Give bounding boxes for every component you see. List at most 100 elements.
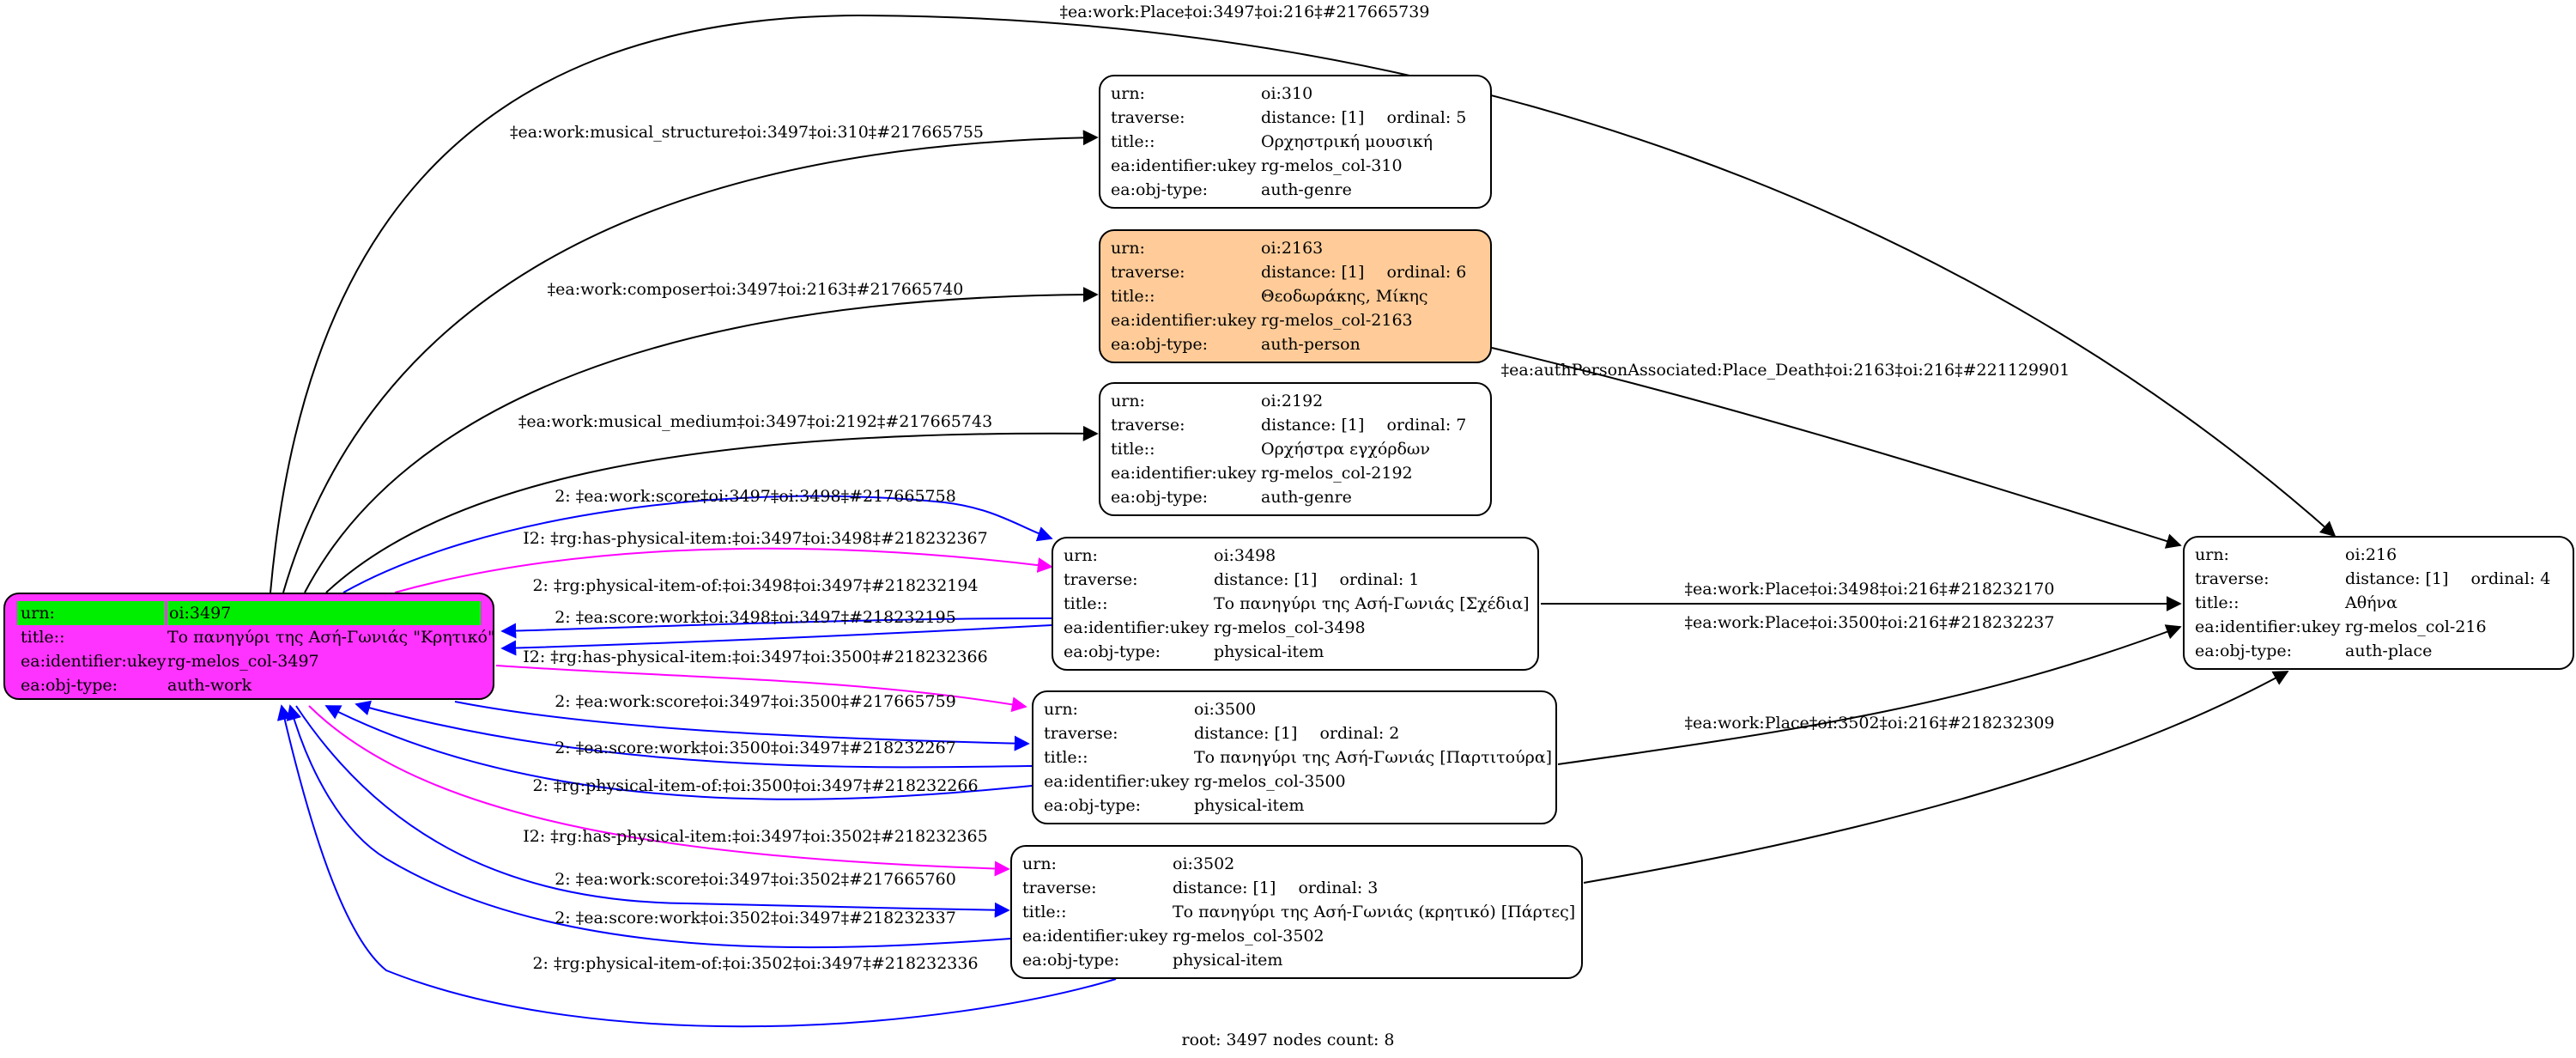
node-urn: oi:310 [1261,84,1313,103]
node-row-urn: urn: oi:216 [2195,543,2562,567]
node-urn: oi:3502 [1173,854,1235,873]
node-2163[interactable]: urn: oi:2163 traverse: distance: [1]ordi… [1099,229,1492,363]
row-key: urn: [17,601,165,625]
edge-n3497-n216[interactable] [270,14,2337,593]
edge-label: ‡ea:work:Place‡oi:3502‡oi:216‡#218232309 [1685,714,2055,733]
node-row-ukey: ea:identifier:ukey rg-melos_col-216 [2195,615,2562,639]
node-row-title: title:: Το πανηγύρι της Ασή-Γωνιάς [Σχέδ… [1064,592,1530,616]
row-key: urn: [1111,84,1145,103]
traverse-value: distance: [1]ordinal: 2 [1194,721,1399,745]
node-row-title: title:: Θεοδωράκης, Μίκης [1111,284,1480,308]
edge-n3500-n216[interactable] [1557,624,2182,765]
edge-n3497-n3502[interactable] [295,705,1010,918]
node-title: Το πανηγύρι της Ασή-Γωνιάς (κρητικό) [Πά… [1173,903,1576,921]
node-title: Θεοδωράκης, Μίκης [1261,287,1428,306]
row-key: traverse: [1111,263,1185,282]
row-key: title:: [1111,440,1155,459]
edge-label: ‡ea:authPersonAssociated:Place_Death‡oi:… [1501,361,2070,380]
node-ukey: rg-melos_col-2192 [1261,464,1413,483]
traverse-value: distance: [1]ordinal: 1 [1214,568,1419,592]
traverse-value: distance: [1]ordinal: 3 [1173,876,1378,900]
edge-label: ‡ea:work:composer‡oi:3497‡oi:2163‡#21766… [548,280,964,299]
edge-labels-layer: ‡ea:work:Place‡oi:3497‡oi:216‡#217665739… [510,3,2070,973]
edge-label: ‡ea:work:musical_medium‡oi:3497‡oi:2192‡… [518,412,992,431]
edge-label: ‡ea:work:musical_structure‡oi:3497‡oi:31… [510,123,984,142]
node-row-traverse: traverse: distance: [1]ordinal: 1 [1064,568,1527,592]
node-row-objtype: ea:obj-type: auth-person [1111,332,1480,356]
row-key: title:: [1111,287,1155,306]
node-216[interactable]: urn: oi:216 traverse: distance: [1]ordin… [2183,536,2574,670]
edge-n3497-n2192[interactable] [325,425,1099,593]
node-title: Ορχήστρα εγχόρδων [1261,440,1430,459]
node-ukey: rg-melos_col-3502 [1173,927,1324,946]
edge-n2163-n216[interactable] [1491,347,2182,549]
node-row-objtype: ea:obj-type: auth-place [2195,639,2562,663]
edge-n3502-n3497[interactable] [276,704,1117,1028]
row-key: title:: [1022,903,1067,921]
edge-n3497-n3498[interactable] [394,547,1053,593]
edge-label: I2: ‡rg:has-physical-item:‡oi:3497‡oi:35… [523,827,987,846]
node-row-ukey: ea:identifier:ukey rg-melos_col-2163 [1111,308,1480,332]
edge-label: 2: ‡ea:work:score‡oi:3497‡oi:3498‡#21766… [555,487,956,506]
node-objtype: auth-place [2345,641,2433,660]
row-key: traverse: [1111,108,1185,127]
edge-n3500-n3497[interactable] [324,705,1033,800]
edge-label: ‡ea:work:Place‡oi:3500‡oi:216‡#218232237 [1685,613,2055,632]
edge-n3498-n3497[interactable] [500,624,1052,656]
traverse-value: distance: [1]ordinal: 6 [1261,260,1466,284]
node-urn: oi:3500 [1194,700,1257,719]
node-distance: distance: [1] [1261,108,1365,127]
node-row-objtype: ea:obj-type: physical-item [1044,794,1545,818]
edge-n3497-n3502[interactable] [308,705,1010,877]
node-row-ukey: ea:identifier:ukey rg-melos_col-3497 [17,649,481,673]
node-2192[interactable]: urn: oi:2192 traverse: distance: [1]ordi… [1099,382,1492,516]
node-urn: oi:2192 [1261,392,1324,410]
edge-n3497-n3498[interactable] [342,495,1053,593]
node-row-urn: urn: oi:3502 [1022,852,1571,876]
node-objtype: physical-item [1214,642,1324,661]
row-key: urn: [1022,854,1057,873]
row-value: auth-work [167,676,252,695]
node-distance: distance: [1] [2345,569,2449,588]
edge-n3502-n216[interactable] [1583,671,2289,884]
edge-label: I2: ‡rg:has-physical-item:‡oi:3497‡oi:35… [523,648,987,666]
row-key: traverse: [1064,570,1138,589]
row-key: ea:obj-type: [1044,796,1142,815]
edge-n3497-n2163[interactable] [304,287,1099,593]
node-title: Το πανηγύρι της Ασή-Γωνιάς [Παρτιτούρα] [1194,748,1553,767]
edge-n3500-n3497[interactable] [355,700,1033,769]
node-3500[interactable]: urn: oi:3500 traverse: distance: [1]ordi… [1032,690,1557,824]
node-ordinal: ordinal: 6 [1386,263,1467,282]
node-row-title: title:: Το πανηγύρι της Ασή-Γωνιάς [Παρτ… [1044,745,1552,769]
node-title: Ορχηστρική μουσική [1261,132,1433,151]
node-row-objtype: ea:obj-type: physical-item [1064,640,1527,664]
node-row-urn: urn: oi:310 [1111,82,1480,106]
node-row-title: title:: Ορχηστρική μουσική [1111,130,1480,154]
node-urn: oi:2163 [1261,239,1324,258]
edge-n3502-n3497[interactable] [286,704,1011,949]
edge-n3497-n3500[interactable] [495,665,1027,713]
node-row-ukey: ea:identifier:ukey rg-melos_col-2192 [1111,461,1480,485]
node-310[interactable]: urn: oi:310 traverse: distance: [1]ordin… [1099,75,1492,209]
edge-n3497-n3500[interactable] [454,701,1030,751]
node-root-3497[interactable]: urn: oi:3497 title:: Το πανηγύρι της Ασή… [3,593,495,700]
node-3498[interactable]: urn: oi:3498 traverse: distance: [1]ordi… [1052,537,1539,671]
node-row-title: title:: Το πανηγύρι της Ασή-Γωνιάς "Κρητ… [17,625,495,649]
node-ordinal: ordinal: 4 [2470,569,2551,588]
node-row-objtype: ea:obj-type: physical-item [1022,948,1571,972]
traverse-value: distance: [1]ordinal: 5 [1261,106,1466,130]
node-urn: oi:216 [2345,545,2397,564]
edge-n3497-n310[interactable] [282,130,1099,593]
row-key: title:: [1111,132,1155,151]
row-value: rg-melos_col-3497 [167,652,319,671]
node-3502[interactable]: urn: oi:3502 traverse: distance: [1]ordi… [1010,845,1583,979]
edge-n3498-n3497[interactable] [500,617,1052,639]
row-key: urn: [1111,392,1145,410]
row-key: ea:obj-type: [2195,641,2293,660]
node-row-ukey: ea:identifier:ukey rg-melos_col-3498 [1064,616,1527,640]
edge-label: 2: ‡rg:physical-item-of:‡oi:3498‡oi:3497… [532,576,978,595]
node-row-ukey: ea:identifier:ukey rg-melos_col-3500 [1044,769,1545,794]
row-key: ea:obj-type: [21,676,118,695]
node-title: Αθήνα [2345,593,2397,612]
row-key: ea:obj-type: [1111,335,1209,354]
